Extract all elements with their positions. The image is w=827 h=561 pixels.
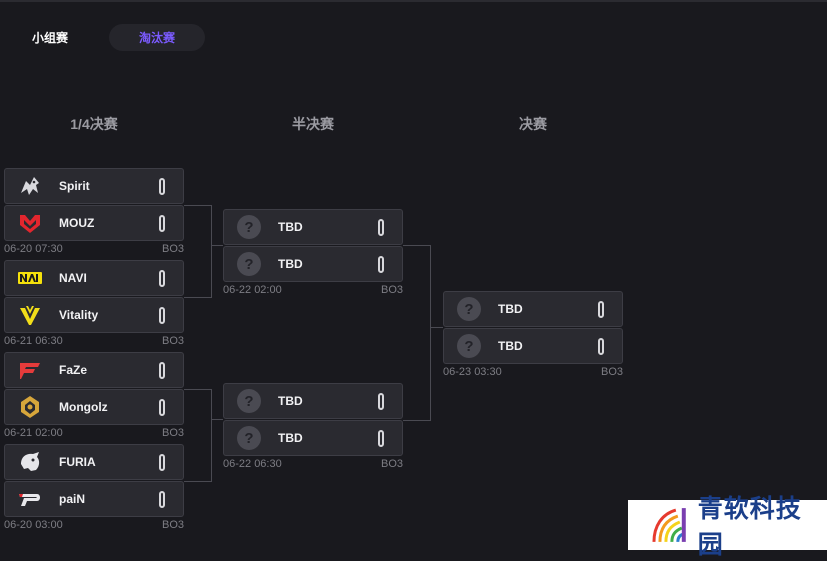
match-datetime: 06-20 07:30 <box>4 243 63 255</box>
match-meta: 06-20 03:00 BO3 <box>4 519 184 531</box>
team-row[interactable]: MOUZ <box>4 205 184 241</box>
match-card-final[interactable]: ? TBD ? TBD 06-23 03:30 BO3 <box>443 291 623 378</box>
question-icon: ? <box>236 251 262 277</box>
team-score <box>159 453 165 471</box>
team-score <box>598 300 604 318</box>
vitality-icon <box>17 302 43 328</box>
bracket-connector-qf1-out <box>211 245 223 246</box>
question-icon: ? <box>456 333 482 359</box>
team-score <box>159 361 165 379</box>
bracket-connector-qf2-out <box>211 419 223 420</box>
tab-group-stage[interactable]: 小组赛 <box>31 31 68 45</box>
team-row[interactable]: ? TBD <box>223 246 403 282</box>
team-name: FaZe <box>59 363 88 377</box>
team-name: FURIA <box>59 455 96 469</box>
team-name: TBD <box>278 431 303 445</box>
match-card-sf2[interactable]: ? TBD ? TBD 06-22 06:30 BO3 <box>223 383 403 470</box>
team-name: Vitality <box>59 308 99 322</box>
mongolz-icon <box>17 394 43 420</box>
match-datetime: 06-22 06:30 <box>223 458 282 470</box>
match-card-qf1[interactable]: Spirit MOUZ 06-20 07:30 BO3 <box>4 168 184 255</box>
match-format: BO3 <box>380 284 403 296</box>
team-name: TBD <box>498 302 523 316</box>
question-icon: ? <box>236 425 262 451</box>
match-datetime: 06-23 03:30 <box>443 366 502 378</box>
round-title-semifinal: 半决赛 <box>292 116 334 132</box>
match-format: BO3 <box>161 243 184 255</box>
match-format: BO3 <box>161 427 184 439</box>
question-icon: ? <box>456 296 482 322</box>
mouz-icon <box>17 210 43 236</box>
watermark: 青软科技园 <box>628 495 827 559</box>
top-divider <box>0 0 827 2</box>
team-score <box>159 214 165 232</box>
match-meta: 06-21 06:30 BO3 <box>4 335 184 347</box>
team-name: TBD <box>278 220 303 234</box>
team-name: TBD <box>278 394 303 408</box>
team-row[interactable]: Vitality <box>4 297 184 333</box>
spirit-icon <box>17 173 43 199</box>
team-row[interactable]: paiN <box>4 481 184 517</box>
team-name: NAVI <box>59 271 87 285</box>
team-row[interactable]: ? TBD <box>223 209 403 245</box>
bracket-connector-qf2 <box>184 389 212 482</box>
team-name: Spirit <box>59 179 90 193</box>
question-icon: ? <box>236 214 262 240</box>
team-score <box>378 392 384 410</box>
match-datetime: 06-21 02:00 <box>4 427 63 439</box>
furia-icon <box>17 449 43 475</box>
round-title-final: 决赛 <box>519 116 547 132</box>
pain-icon <box>17 486 43 512</box>
team-row[interactable]: Spirit <box>4 168 184 204</box>
team-score <box>159 306 165 324</box>
team-name: TBD <box>278 257 303 271</box>
team-score <box>159 398 165 416</box>
match-datetime: 06-22 02:00 <box>223 284 282 296</box>
team-row[interactable]: ? TBD <box>223 383 403 419</box>
team-row[interactable]: Mongolz <box>4 389 184 425</box>
bracket-connector-qf1 <box>184 205 212 298</box>
team-row[interactable]: ? TBD <box>443 328 623 364</box>
match-card-qf4[interactable]: FURIA paiN 06-20 03:00 BO3 <box>4 444 184 531</box>
match-card-sf1[interactable]: ? TBD ? TBD 06-22 02:00 BO3 <box>223 209 403 296</box>
bracket-connector-sf <box>403 245 431 421</box>
team-name: MOUZ <box>59 216 95 230</box>
team-score <box>378 255 384 273</box>
match-card-qf3[interactable]: FaZe Mongolz 06-21 02:00 BO3 <box>4 352 184 439</box>
team-name: paiN <box>59 492 86 506</box>
question-icon: ? <box>236 388 262 414</box>
match-format: BO3 <box>161 335 184 347</box>
faze-icon <box>17 357 43 383</box>
bracket-connector-sf-out <box>430 327 443 328</box>
team-score <box>159 177 165 195</box>
match-card-qf2[interactable]: NAVI Vitality 06-21 06:30 BO3 <box>4 260 184 347</box>
team-row[interactable]: ? TBD <box>443 291 623 327</box>
match-meta: 06-20 07:30 BO3 <box>4 243 184 255</box>
match-meta: 06-21 02:00 BO3 <box>4 427 184 439</box>
watermark-logo-icon <box>652 508 686 542</box>
team-row[interactable]: ? TBD <box>223 420 403 456</box>
team-name: TBD <box>498 339 523 353</box>
team-row[interactable]: NAVI <box>4 260 184 296</box>
match-meta: 06-23 03:30 BO3 <box>443 366 623 378</box>
round-title-quarterfinal: 1/4决赛 <box>70 116 118 132</box>
match-format: BO3 <box>600 366 623 378</box>
team-score <box>378 218 384 236</box>
match-format: BO3 <box>380 458 403 470</box>
team-row[interactable]: FaZe <box>4 352 184 388</box>
navi-icon <box>17 265 43 291</box>
match-meta: 06-22 06:30 BO3 <box>223 458 403 470</box>
team-row[interactable]: FURIA <box>4 444 184 480</box>
team-score <box>159 269 165 287</box>
tab-knockout-stage[interactable]: 淘汰赛 <box>109 24 205 51</box>
team-score <box>598 337 604 355</box>
match-datetime: 06-21 06:30 <box>4 335 63 347</box>
match-format: BO3 <box>161 519 184 531</box>
watermark-text: 青软科技园 <box>697 495 802 559</box>
team-score <box>159 490 165 508</box>
match-meta: 06-22 02:00 BO3 <box>223 284 403 296</box>
team-score <box>378 429 384 447</box>
match-datetime: 06-20 03:00 <box>4 519 63 531</box>
team-name: Mongolz <box>59 400 108 414</box>
